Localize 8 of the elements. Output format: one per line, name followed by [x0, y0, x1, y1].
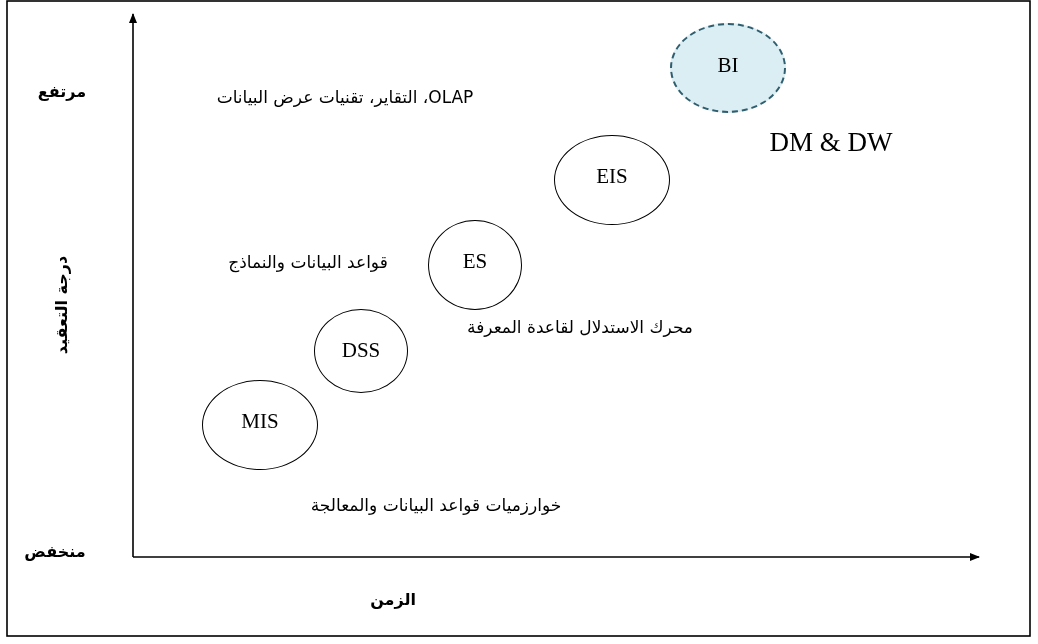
axis-label: مرتفع [37, 84, 87, 100]
axis-label: درجة التعقيد [54, 255, 70, 355]
annotation-text: قواعد البيانات والنماذج [228, 253, 388, 271]
annotation-text: OLAP، التقاير، تقنيات عرض البيانات [216, 88, 474, 106]
annotation-text: DM & DW [769, 128, 893, 156]
axis-label: الزمن [370, 592, 416, 608]
ellipse-node: BI [670, 23, 786, 113]
axis-label: منخفض [24, 544, 86, 560]
